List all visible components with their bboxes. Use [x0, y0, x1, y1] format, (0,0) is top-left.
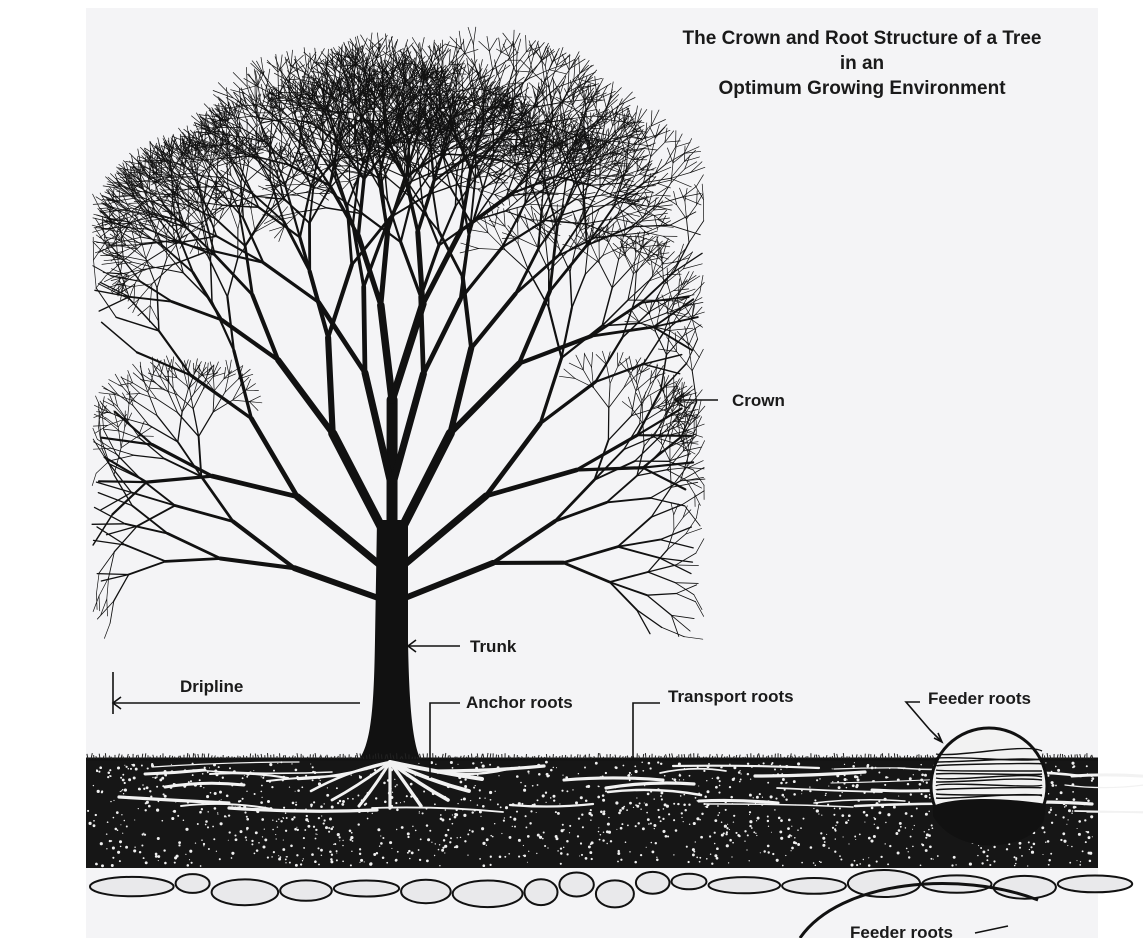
- title-line-1: The Crown and Root Structure of a Tree: [683, 28, 1042, 49]
- feeder-roots-magnifier: [931, 728, 1047, 845]
- feeder-roots-bottom-label: Feeder roots: [850, 923, 953, 938]
- crown-label: Crown: [732, 391, 785, 410]
- title-line-3: Optimum Growing Environment: [718, 78, 1006, 99]
- feeder-roots-label: Feeder roots: [928, 689, 1031, 708]
- title-line-2: in an: [840, 53, 884, 74]
- transport-roots-label: Transport roots: [668, 687, 794, 706]
- dripline-label: Dripline: [180, 677, 243, 696]
- trunk-label: Trunk: [470, 637, 517, 656]
- anchor-roots-label: Anchor roots: [466, 693, 573, 712]
